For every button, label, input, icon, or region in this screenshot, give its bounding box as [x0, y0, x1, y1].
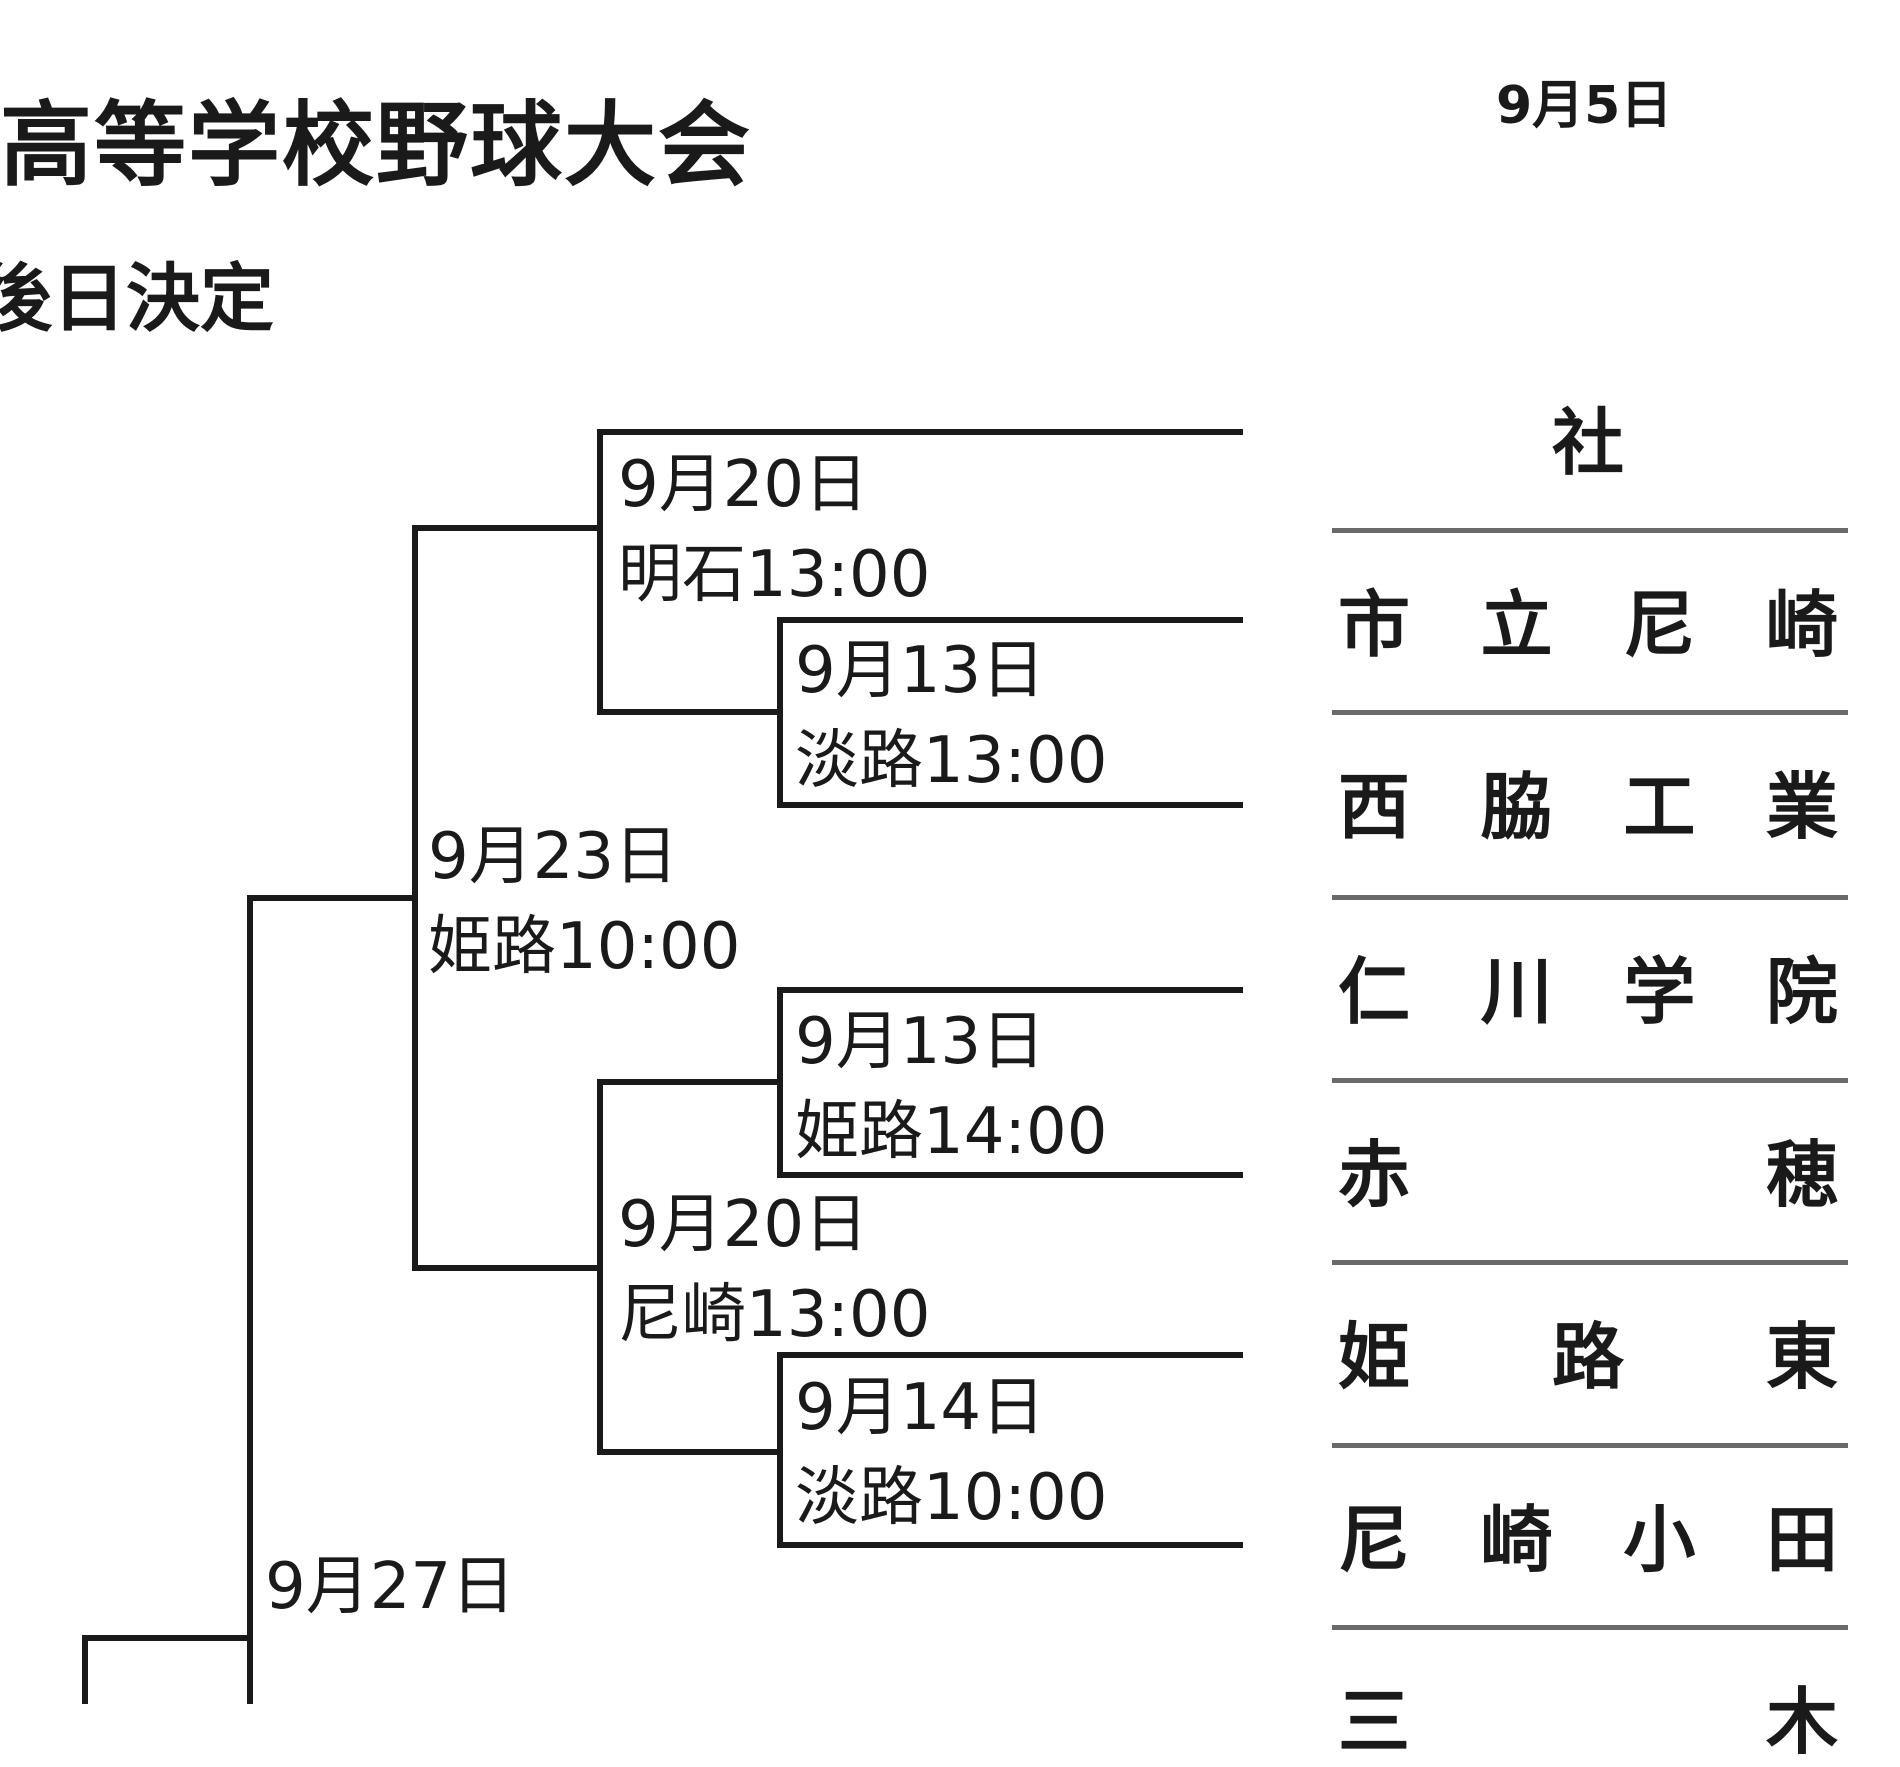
- match-label: 9月20日 明石13:00: [618, 440, 930, 620]
- team-divider: [1332, 1625, 1848, 1630]
- match-label: 9月13日 淡路13:00: [795, 626, 1107, 806]
- match-venue-time: 尼崎13:00: [618, 1278, 931, 1352]
- match-label: 9月27日: [265, 1542, 515, 1632]
- team-name: 社: [1551, 401, 1624, 485]
- team-name: 西 脇 工 業: [1338, 765, 1838, 849]
- bracket-lines: [82, 429, 1243, 1704]
- match-date: 9月27日: [265, 1550, 516, 1624]
- match-date: 9月13日: [795, 634, 1046, 708]
- match-venue-time: 明石13:00: [618, 538, 931, 612]
- match-venue-time: 淡路10:00: [795, 1461, 1108, 1535]
- team-divider: [1332, 1443, 1848, 1448]
- match-date: 9月20日: [618, 1188, 869, 1262]
- match-venue-time: 姫路10:00: [428, 910, 741, 984]
- match-date: 9月20日: [618, 448, 869, 522]
- match-label: 9月13日 姫路14:00: [795, 997, 1107, 1177]
- match-venue-time: 姫路14:00: [795, 1095, 1108, 1169]
- match-label: 9月23日 姫路10:00: [428, 812, 740, 992]
- match-label: 9月20日 尼崎13:00: [618, 1180, 930, 1360]
- match-date: 9月23日: [428, 820, 679, 894]
- page-subtitle: 後日決定: [0, 256, 274, 342]
- team-divider: [1332, 895, 1848, 900]
- team-name: 三 木: [1338, 1680, 1838, 1764]
- team-name: 赤 穂: [1338, 1133, 1838, 1217]
- match-date: 9月13日: [795, 1005, 1046, 1079]
- tournament-bracket-page: 高等学校野球大会 後日決定 9月5日: [0, 76, 1848, 1758]
- page-title: 高等学校野球大会: [0, 92, 753, 199]
- team-name: 市 立 尼 崎: [1338, 583, 1838, 667]
- match-label: 9月14日 淡路10:00: [795, 1363, 1107, 1543]
- team-name: 仁 川 学 院: [1338, 950, 1838, 1034]
- team-divider: [1332, 710, 1848, 715]
- team-name: 尼 崎 小 田: [1338, 1498, 1838, 1582]
- issue-date: 9月5日: [1496, 76, 1673, 136]
- team-divider: [1332, 1260, 1848, 1265]
- team-divider: [1332, 528, 1848, 533]
- team-name: 姫 路 東: [1338, 1315, 1838, 1399]
- match-venue-time: 淡路13:00: [795, 724, 1108, 798]
- match-date: 9月14日: [795, 1371, 1046, 1445]
- team-divider: [1332, 1078, 1848, 1083]
